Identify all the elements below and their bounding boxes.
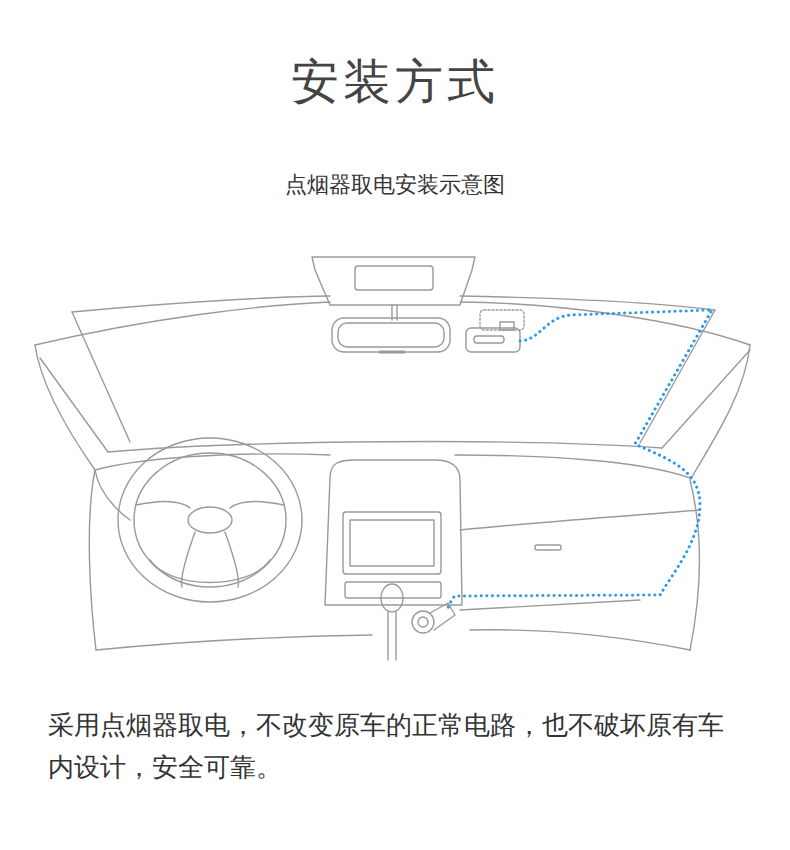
subtitle-label: 点烟器取电安装示意图 bbox=[0, 170, 790, 200]
page-title: 安装方式 bbox=[0, 50, 790, 114]
caption-text: 采用点烟器取电，不改变原车的正常电路，也不破坏原有车内设计，安全可靠。 bbox=[48, 705, 748, 788]
